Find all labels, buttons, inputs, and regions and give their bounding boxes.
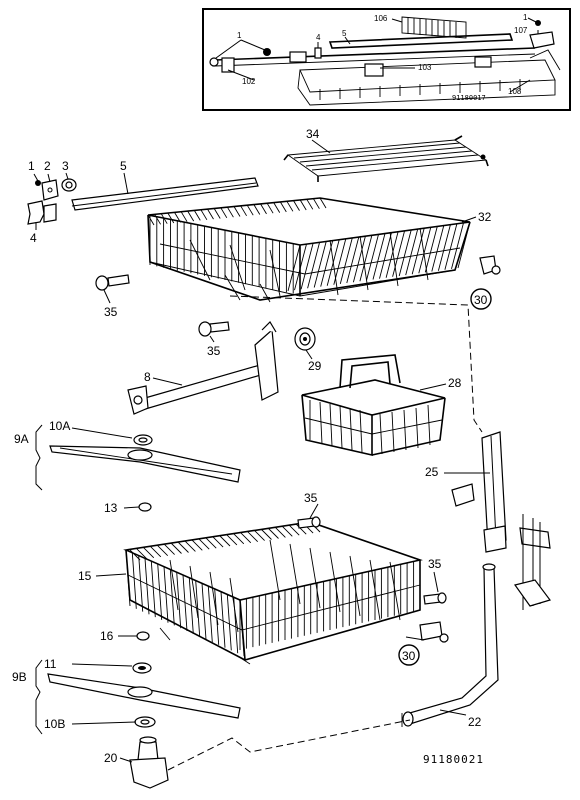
inset-label-1b: 1 <box>523 13 528 22</box>
label-28: 28 <box>448 376 462 390</box>
dashed-link-lower <box>167 719 411 771</box>
label-10b: 10B <box>44 717 65 731</box>
label-9b: 9B <box>12 670 27 684</box>
label-2: 2 <box>44 159 51 173</box>
inset-clip <box>221 57 235 73</box>
callout-circle-30-lower <box>398 644 420 666</box>
bolt-35-upper-a <box>95 274 130 291</box>
label-10a: 10A <box>49 419 70 433</box>
label-35-lower-a: 35 <box>304 491 318 505</box>
label-5: 5 <box>120 159 127 173</box>
inset-screw <box>209 57 219 67</box>
bolt-35-lower-a <box>297 516 321 529</box>
inset-clip-4 <box>314 47 322 59</box>
label-4: 4 <box>30 231 37 245</box>
label-11: 11 <box>44 657 57 671</box>
inset-rail <box>214 47 536 77</box>
label-35-upper-a: 35 <box>104 305 118 319</box>
inset-label-102: 102 <box>242 77 256 86</box>
washer-13 <box>138 502 152 512</box>
upper-spray-arm-9a <box>49 434 241 483</box>
pipe-22 <box>401 563 499 727</box>
inset-comb <box>401 16 467 39</box>
label-29: 29 <box>308 359 322 373</box>
inset-label-5: 5 <box>342 29 347 38</box>
callout-circle-30-upper <box>470 288 492 310</box>
inset-label-1: 1 <box>237 31 242 40</box>
label-8: 8 <box>144 370 151 384</box>
bracket-30-lower <box>405 621 449 643</box>
bolt-35-lower-b <box>423 592 447 605</box>
label-9a: 9A <box>14 432 29 446</box>
inset-label-4: 4 <box>316 33 321 42</box>
rail-5 <box>71 177 259 211</box>
label-30-lower: 30 <box>402 649 416 663</box>
inset-label-107: 107 <box>514 26 528 35</box>
label-16: 16 <box>100 629 114 643</box>
washer-16 <box>136 631 150 641</box>
water-duct-25 <box>451 431 551 610</box>
inset-label-106: 106 <box>374 14 388 23</box>
drawing-code: 91180021 <box>423 753 484 766</box>
label-13: 13 <box>104 501 118 515</box>
label-30-upper: 30 <box>474 293 488 307</box>
inset-label-103: 103 <box>418 63 432 72</box>
label-3: 3 <box>62 159 69 173</box>
inset-screw-1 <box>535 20 541 26</box>
fittings-top-left <box>27 178 77 225</box>
label-32: 32 <box>478 210 492 224</box>
spray-arm-feed-8 <box>127 321 279 415</box>
label-25: 25 <box>425 465 439 479</box>
inset-label-108: 108 <box>508 87 522 96</box>
inset-detail: 1 4 5 102 103 106 107 108 1 91180017 <box>202 8 571 111</box>
part-labels: 1 2 3 4 5 34 32 30 35 35 29 8 28 10A 9A … <box>12 127 492 766</box>
pump-connector-20 <box>129 736 169 789</box>
label-22: 22 <box>468 715 482 729</box>
cutlery-basket-28 <box>301 354 446 457</box>
label-34: 34 <box>306 127 320 141</box>
label-35-lower-b: 35 <box>428 557 442 571</box>
label-35-upper-b: 35 <box>207 344 221 358</box>
lower-basket-15 <box>123 521 423 665</box>
inset-drawing-code: 91180017 <box>452 94 486 102</box>
label-20: 20 <box>104 751 118 765</box>
inset-bracket-107 <box>529 31 555 49</box>
leader-lines <box>33 139 490 763</box>
wheel-29 <box>294 327 316 351</box>
label-15: 15 <box>78 569 92 583</box>
label-1: 1 <box>28 159 35 173</box>
inset-basket <box>297 49 561 106</box>
bolt-35-upper-b <box>198 321 230 337</box>
lower-spray-arm-9b <box>47 662 241 728</box>
upper-basket-32 <box>147 197 501 303</box>
cup-shelf-34 <box>283 135 489 182</box>
